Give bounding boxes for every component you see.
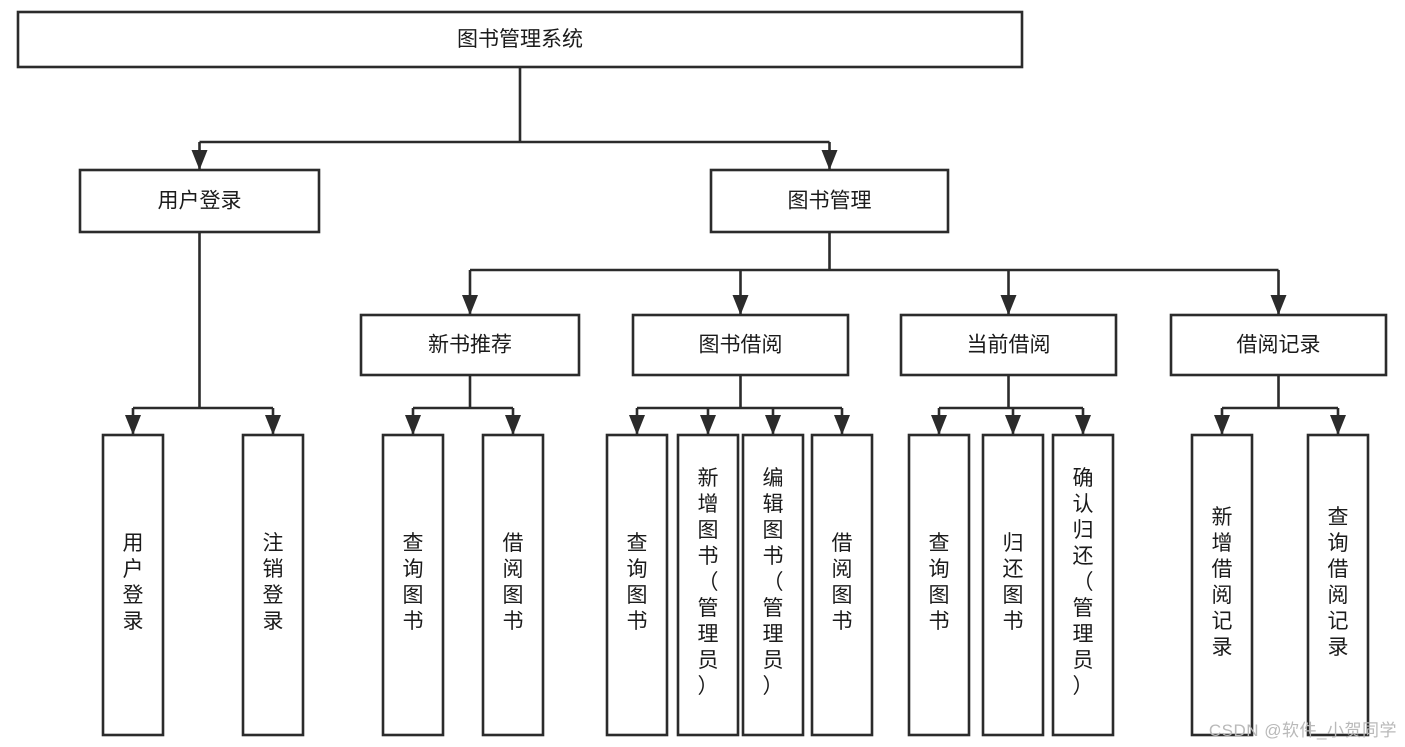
node-leaf-query-book-2-box[interactable]: [605, 433, 669, 737]
node-leaf-confirm-return[interactable]: 确认归还（管理员）: [1051, 433, 1115, 737]
node-new-book-recommend[interactable]: 新书推荐: [359, 313, 581, 377]
node-leaf-borrow-book-1-box[interactable]: [481, 433, 545, 737]
node-leaf-query-book-3[interactable]: 查询图书: [907, 433, 971, 737]
node-user-login-label: 用户登录: [158, 190, 242, 213]
node-root-book-management-system[interactable]: 图书管理系统: [16, 10, 1024, 69]
node-root-book-management-system-box[interactable]: [16, 10, 1024, 69]
node-leaf-borrow-book-1[interactable]: 借阅图书: [481, 433, 545, 737]
node-leaf-borrow-book-2-label: 借阅图书: [832, 532, 853, 633]
node-leaf-query-record-box[interactable]: [1306, 433, 1370, 737]
node-leaf-query-book-2[interactable]: 查询图书: [605, 433, 669, 737]
node-leaf-edit-book[interactable]: 编辑图书（管理员）: [741, 433, 805, 737]
arrow-head-icon-leaf-logout: [265, 415, 281, 435]
node-leaf-borrow-book-2-box[interactable]: [810, 433, 874, 737]
node-book-borrow[interactable]: 图书借阅: [631, 313, 850, 377]
node-leaf-logout-box[interactable]: [241, 433, 305, 737]
arrow-head-icon-user-login: [191, 150, 208, 170]
node-leaf-query-book-1-label: 查询图书: [403, 532, 424, 633]
arrow-head-icon-leaf-query-book-3: [931, 415, 947, 435]
node-book-management-label: 图书管理: [788, 190, 872, 213]
node-layer: 图书管理系统用户登录图书管理新书推荐图书借阅当前借阅借阅记录用户登录注销登录查询…: [16, 10, 1388, 737]
arrow-head-icon-book-management: [821, 150, 838, 170]
node-leaf-return-book-label: 归还图书: [1003, 532, 1024, 633]
node-leaf-borrow-book-2[interactable]: 借阅图书: [810, 433, 874, 737]
arrow-head-icon-current-borrow: [1000, 295, 1017, 315]
node-new-book-recommend-box[interactable]: [359, 313, 581, 377]
node-leaf-borrow-book-1-label: 借阅图书: [503, 532, 524, 633]
node-leaf-add-book-label: 新增图书（管理员）: [698, 467, 719, 698]
node-leaf-query-book-3-label: 查询图书: [929, 532, 950, 633]
arrow-head-icon-leaf-borrow-book-1: [505, 415, 521, 435]
node-current-borrow-label: 当前借阅: [967, 334, 1051, 357]
node-leaf-user-login[interactable]: 用户登录: [101, 433, 165, 737]
node-book-management[interactable]: 图书管理: [709, 168, 950, 234]
node-new-book-recommend-label: 新书推荐: [428, 334, 512, 357]
node-current-borrow[interactable]: 当前借阅: [899, 313, 1118, 377]
arrow-head-icon-leaf-return-book: [1005, 415, 1021, 435]
node-leaf-edit-book-box[interactable]: [741, 433, 805, 737]
node-leaf-return-book[interactable]: 归还图书: [981, 433, 1045, 737]
node-leaf-add-record[interactable]: 新增借阅记录: [1190, 433, 1254, 737]
arrow-head-icon-leaf-query-record: [1330, 415, 1346, 435]
node-leaf-return-book-box[interactable]: [981, 433, 1045, 737]
arrow-head-icon-leaf-user-login: [125, 415, 141, 435]
arrow-head-icon-leaf-confirm-return: [1075, 415, 1091, 435]
node-borrow-record[interactable]: 借阅记录: [1169, 313, 1388, 377]
arrow-head-icon-book-borrow: [732, 295, 749, 315]
arrow-head-icon-new-book-recommend: [462, 295, 478, 315]
arrow-head-icon-leaf-query-book-1: [405, 415, 421, 435]
node-leaf-query-record-label: 查询借阅记录: [1328, 506, 1349, 659]
node-leaf-confirm-return-label: 确认归还（管理员）: [1073, 467, 1094, 698]
connector-layer: [125, 67, 1346, 435]
node-leaf-add-book[interactable]: 新增图书（管理员）: [676, 433, 740, 737]
node-current-borrow-box[interactable]: [899, 313, 1118, 377]
node-leaf-confirm-return-box[interactable]: [1051, 433, 1115, 737]
node-user-login[interactable]: 用户登录: [78, 168, 321, 234]
node-book-management-box[interactable]: [709, 168, 950, 234]
node-leaf-edit-book-label: 编辑图书（管理员）: [763, 467, 784, 698]
node-leaf-add-record-label: 新增借阅记录: [1212, 506, 1233, 659]
node-leaf-query-record[interactable]: 查询借阅记录: [1306, 433, 1370, 737]
node-leaf-query-book-2-label: 查询图书: [627, 532, 648, 633]
arrow-head-icon-leaf-edit-book: [765, 415, 781, 435]
node-book-borrow-label: 图书借阅: [699, 334, 783, 357]
node-leaf-logout-label: 注销登录: [263, 532, 284, 633]
node-user-login-box[interactable]: [78, 168, 321, 234]
node-root-book-management-system-label: 图书管理系统: [457, 28, 583, 51]
node-leaf-query-book-3-box[interactable]: [907, 433, 971, 737]
node-borrow-record-box[interactable]: [1169, 313, 1388, 377]
arrow-head-icon-borrow-record: [1270, 295, 1287, 315]
arrow-head-icon-leaf-add-book: [700, 415, 716, 435]
arrow-head-icon-leaf-add-record: [1214, 415, 1230, 435]
node-book-borrow-box[interactable]: [631, 313, 850, 377]
node-borrow-record-label: 借阅记录: [1237, 334, 1321, 357]
node-leaf-user-login-label: 用户登录: [123, 532, 144, 633]
node-leaf-query-book-1[interactable]: 查询图书: [381, 433, 445, 737]
node-leaf-user-login-box[interactable]: [101, 433, 165, 737]
node-leaf-query-book-1-box[interactable]: [381, 433, 445, 737]
node-leaf-logout[interactable]: 注销登录: [241, 433, 305, 737]
node-leaf-add-record-box[interactable]: [1190, 433, 1254, 737]
arrow-head-icon-leaf-borrow-book-2: [834, 415, 850, 435]
node-leaf-add-book-box[interactable]: [676, 433, 740, 737]
arrow-head-icon-leaf-query-book-2: [629, 415, 645, 435]
